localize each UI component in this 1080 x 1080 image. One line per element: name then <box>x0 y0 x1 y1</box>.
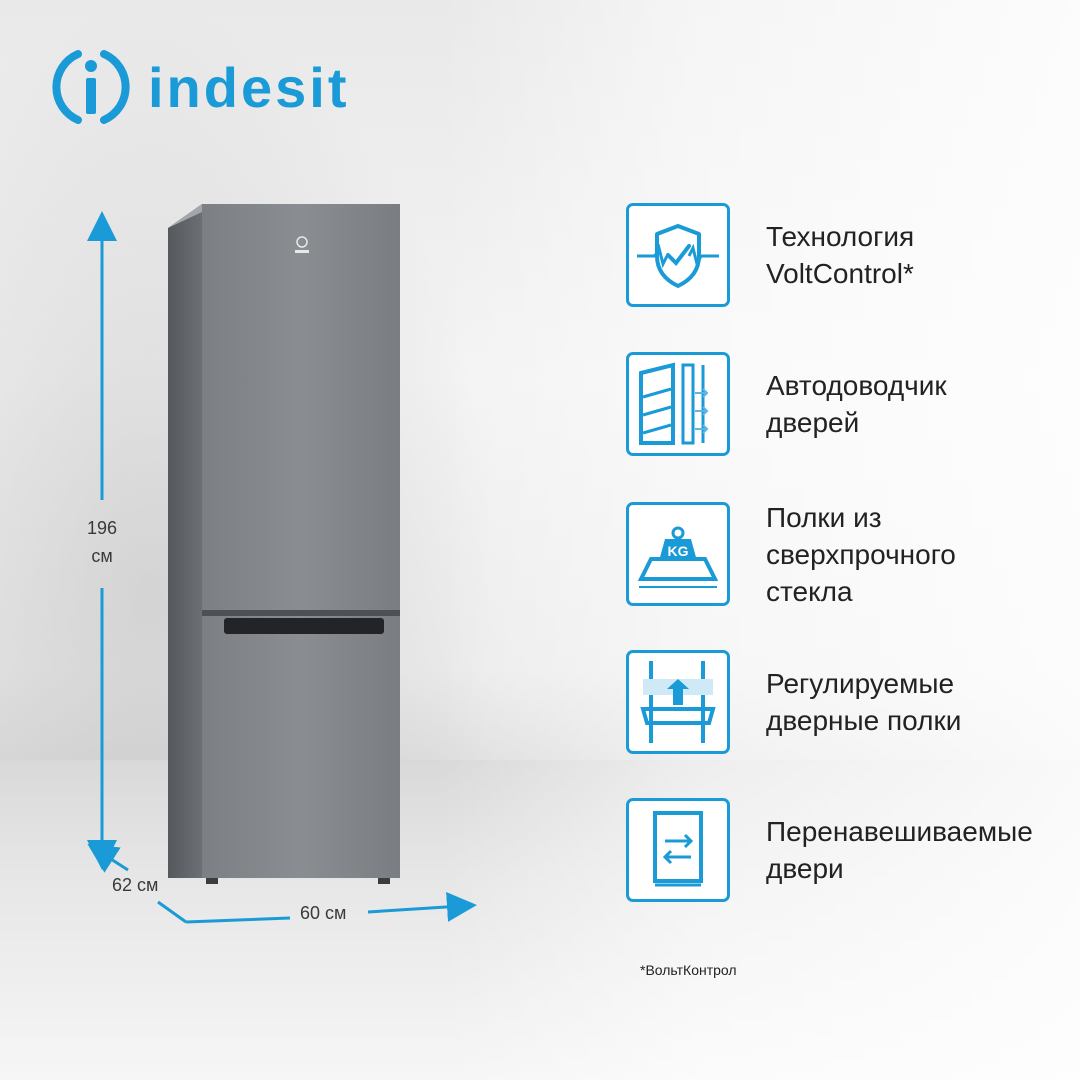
reversible-door-icon <box>626 798 730 902</box>
door-closer-icon <box>626 352 730 456</box>
depth-dimension-label: 62 см <box>112 875 159 895</box>
height-dimension-label: 196 см <box>86 518 118 566</box>
width-dimension-label: 60 см <box>300 903 347 923</box>
footnote: *ВольтКонтрол <box>640 962 737 978</box>
refrigerator-image <box>168 204 400 884</box>
brand-logo: indesit <box>48 44 349 130</box>
feature-voltcontrol: Технология VoltControl* <box>626 201 1066 309</box>
adjustable-door-shelf-icon <box>626 650 730 754</box>
feature-label: Полки из сверхпрочного стекла <box>766 501 956 607</box>
feature-label: Регулируемые дверные полки <box>766 668 962 736</box>
brand-name: indesit <box>148 55 350 119</box>
feature-reversible-doors: Перенавешиваемые двери <box>626 796 1066 904</box>
feature-label: Технология VoltControl* <box>766 221 915 289</box>
dimension-arrows <box>87 211 477 924</box>
feature-glass-shelves: KG Полки из сверхпрочного стекла <box>626 500 1066 608</box>
glass-shelf-weight-icon: KG <box>626 502 730 606</box>
feature-door-closer: Автодоводчик дверей <box>626 350 1066 458</box>
voltage-shield-icon <box>626 203 730 307</box>
feature-label: Перенавешиваемые двери <box>766 816 1033 884</box>
background-highlight <box>440 0 1080 1080</box>
svg-text:KG: KG <box>668 543 689 559</box>
feature-adjustable-shelves: Регулируемые дверные полки <box>626 648 1066 756</box>
indesit-logo-icon <box>52 50 130 124</box>
feature-label: Автодоводчик дверей <box>766 370 947 438</box>
